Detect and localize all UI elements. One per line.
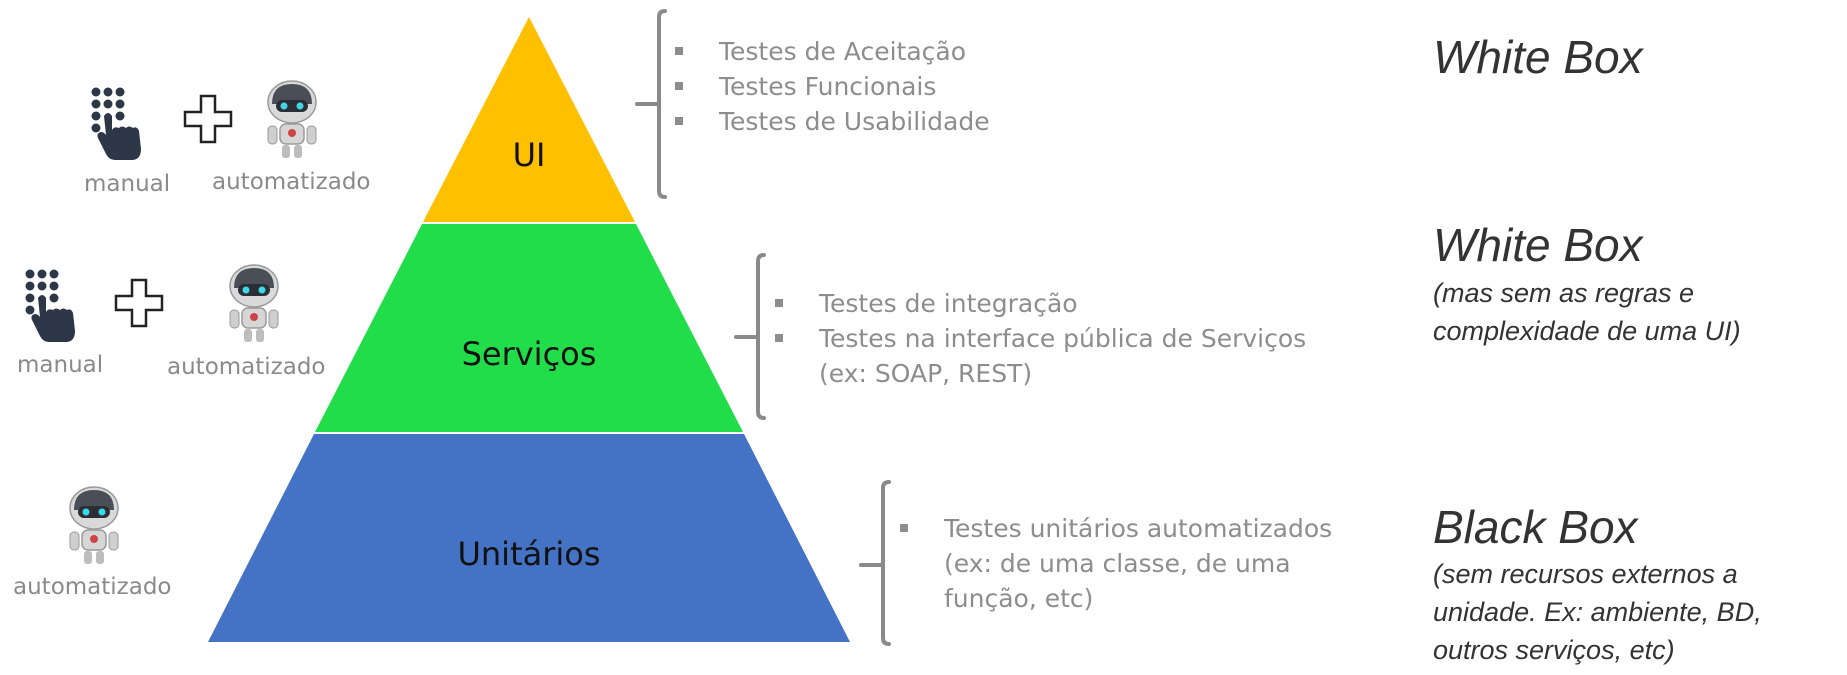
box-note-servicos: (mas sem as regras e complexidade de uma… [1433,278,1741,346]
box-title-ui: White Box [1433,31,1643,83]
hand-touch-icon [25,269,75,342]
pyramid-level-unitarios [208,434,850,642]
icon-caption-manual: manual [17,352,104,378]
icon-caption-automatizado: automatizado [212,169,371,195]
bullet-item: Testes de Aceitação [675,34,990,69]
robot-icon [69,486,119,564]
hand-touch-icon [91,87,141,160]
bullet-item: Testes unitários automatizados(ex: de um… [900,511,1332,616]
brace-group-3 [859,480,891,646]
brace-group-1 [635,9,667,199]
bullet-item: Testes na interface pública de Serviços(… [775,321,1306,391]
pyramid-level-ui [423,17,635,222]
icon-caption-manual: manual [84,171,171,197]
brace-group-2 [734,253,766,420]
robot-icon [229,264,279,342]
bullet-list-ui: Testes de Aceitação Testes Funcionais Te… [675,34,990,139]
robot-icon [267,80,317,158]
bullet-list-servicos: Testes de integração Testes na interface… [775,286,1306,391]
icon-caption-automatizado: automatizado [167,354,326,380]
box-title-unitarios: Black Box [1433,501,1638,553]
pyramid-level-servicos [315,224,743,432]
icon-caption-automatizado: automatizado [13,574,172,600]
bullet-item: Testes Funcionais [675,69,990,104]
bullet-item: Testes de integração [775,286,1306,321]
pyramid-label-ui: UI [513,136,546,174]
pyramid-label-servicos: Serviços [462,335,597,373]
plus-icon [114,278,164,328]
box-title-servicos: White Box [1433,219,1643,271]
bullet-item: Testes de Usabilidade [675,104,990,139]
bullet-list-unitarios: Testes unitários automatizados(ex: de um… [900,511,1332,616]
box-note-unitarios: (sem recursos externos a unidade. Ex: am… [1433,559,1762,665]
pyramid-label-unitarios: Unitários [457,535,600,573]
plus-icon [183,94,233,144]
